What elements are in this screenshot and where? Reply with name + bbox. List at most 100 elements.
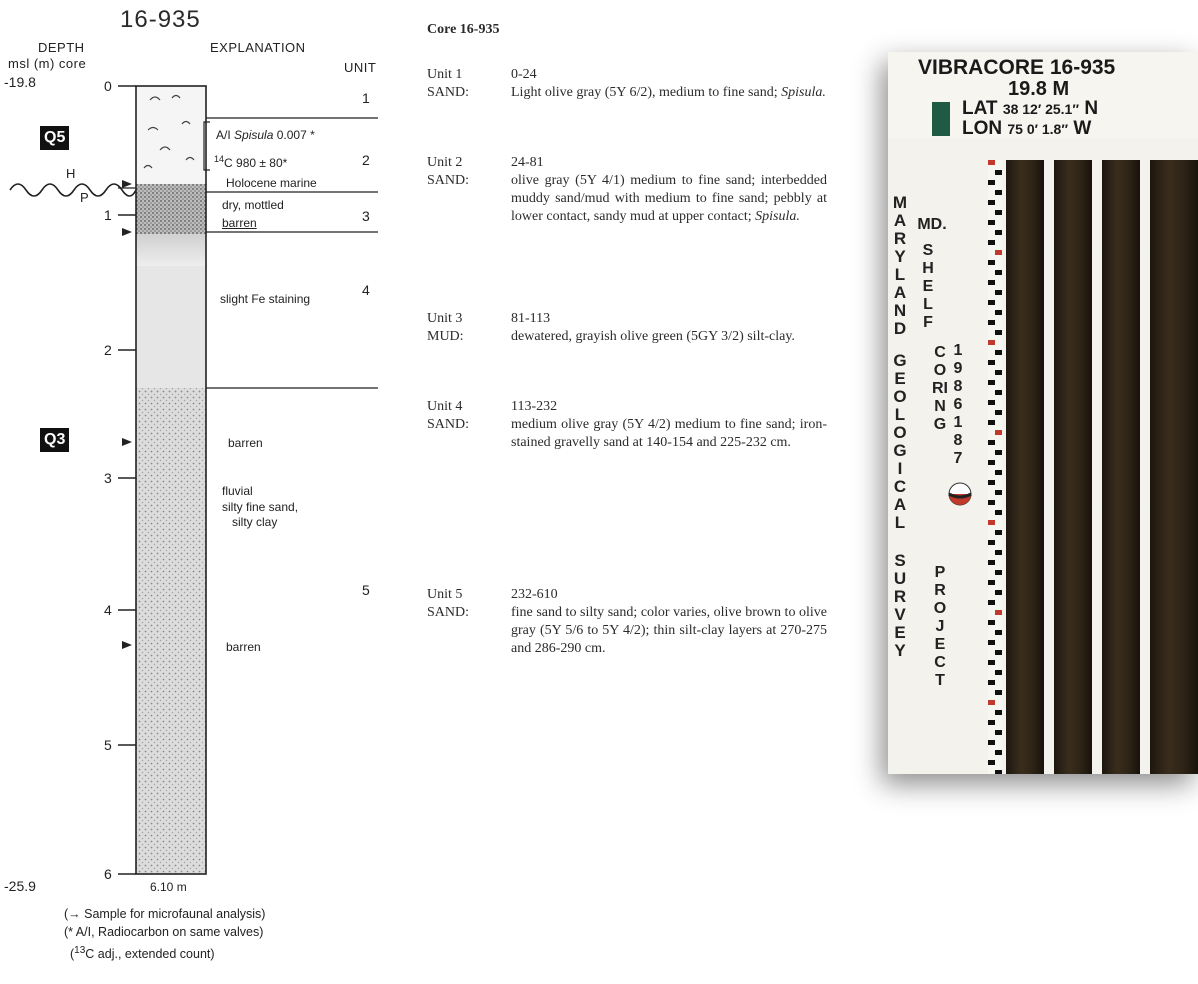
ruler-mark <box>988 220 995 225</box>
depth-tick-4: 4 <box>104 602 112 618</box>
ruler-mark <box>988 300 995 305</box>
ruler-mark <box>995 750 1002 755</box>
depth-tick-3: 3 <box>104 470 112 486</box>
vertical-maryland: MARYLAND <box>892 193 908 338</box>
dry-mottled-annotation: dry, mottled <box>222 198 284 212</box>
ruler-mark <box>995 370 1002 375</box>
ruler-mark <box>988 560 995 565</box>
core-log-title: 16-935 <box>120 6 201 33</box>
msl-core-header: msl (m) core <box>8 56 87 71</box>
ruler-mark <box>995 450 1002 455</box>
ruler-mark <box>995 590 1002 595</box>
ruler-mark <box>988 720 995 725</box>
core-tube-2 <box>1054 160 1092 774</box>
ruler-mark <box>988 380 995 385</box>
ruler-mark <box>988 520 995 525</box>
ruler-mark <box>988 280 995 285</box>
ruler-mark <box>988 480 995 485</box>
vertical-coring: CORING <box>932 344 948 433</box>
boundary-label-h: H <box>66 166 76 181</box>
ruler-mark <box>988 760 995 765</box>
vertical-year-code: 1986187 <box>953 342 963 467</box>
ruler-mark <box>988 460 995 465</box>
ruler-mark <box>995 770 1002 774</box>
ruler-mark <box>995 210 1002 215</box>
unit-number-2: 2 <box>362 152 370 168</box>
silty-sand-annotation: silty fine sand, <box>222 500 299 514</box>
ruler-mark <box>988 700 995 705</box>
ruler-mark <box>995 190 1002 195</box>
msl-bottom-value: -25.9 <box>4 878 36 894</box>
ruler-mark <box>995 490 1002 495</box>
barren-annotation-low: barren <box>226 640 261 654</box>
note-radiocarbon: (* A/I, Radiocarbon on same valves) <box>64 925 264 939</box>
ruler-mark <box>995 550 1002 555</box>
ruler-mark <box>995 670 1002 675</box>
ruler-mark <box>988 600 995 605</box>
ruler-mark <box>988 660 995 665</box>
ruler-mark <box>988 260 995 265</box>
ruler-mark <box>988 240 995 245</box>
ruler-mark <box>988 680 995 685</box>
photo-title: VIBRACORE 16-935 <box>918 56 1116 79</box>
ruler-mark <box>988 640 995 645</box>
ruler-mark <box>995 630 1002 635</box>
ruler-mark <box>995 470 1002 475</box>
ruler-mark <box>988 320 995 325</box>
ruler-mark <box>988 160 995 165</box>
ruler-mark <box>995 570 1002 575</box>
ruler-mark <box>988 200 995 205</box>
ruler-mark <box>995 730 1002 735</box>
fluvial-annotation: fluvial <box>222 484 253 498</box>
depth-tick-5: 5 <box>104 737 112 753</box>
photo-lon: LON 75 0′ 1.8″ W <box>962 118 1092 139</box>
photo-sticker <box>948 482 972 506</box>
ruler-mark <box>988 740 995 745</box>
ruler-mark <box>995 690 1002 695</box>
ruler-mark <box>988 420 995 425</box>
note-13c: (13C adj., extended count) <box>70 945 215 962</box>
photo-color-tag <box>932 102 950 136</box>
core-tube-1 <box>1006 160 1044 774</box>
depth-tick-1: 1 <box>104 207 112 223</box>
vertical-shelf: SHELF <box>922 242 934 331</box>
core-description-title: Core 16-935 <box>427 22 500 37</box>
ruler-mark <box>988 580 995 585</box>
unit-header: UNIT <box>344 60 377 75</box>
holocene-annotation: Holocene marine <box>226 176 317 190</box>
photo-depth: 19.8 M <box>1008 78 1070 100</box>
photo-label-card: VIBRACORE 16-935 19.8 M LAT 38 12′ 25.1″… <box>888 52 1198 139</box>
vibracore-photo: VIBRACORE 16-935 19.8 M LAT 38 12′ 25.1″… <box>888 52 1198 774</box>
ruler-mark <box>988 340 995 345</box>
depth-header: DEPTH <box>38 40 85 55</box>
ruler-mark <box>995 170 1002 175</box>
ruler-mark <box>995 510 1002 515</box>
vertical-survey: SURVEY <box>893 551 907 660</box>
total-depth: 6.10 m <box>150 880 187 894</box>
silty-clay-annotation: silty clay <box>232 515 278 529</box>
explanation-header: EXPLANATION <box>210 40 306 55</box>
photo-scale-ruler <box>988 160 1002 774</box>
ruler-mark <box>995 270 1002 275</box>
msl-top-value: -19.8 <box>4 74 36 90</box>
ruler-mark <box>995 350 1002 355</box>
ruler-mark <box>995 230 1002 235</box>
boundary-label-p: P <box>80 190 89 205</box>
vertical-project: PROJECT <box>933 564 947 689</box>
barren-annotation-top: barren <box>222 216 257 230</box>
ruler-mark <box>995 710 1002 715</box>
core-tube-3 <box>1102 160 1140 774</box>
unit-number-1: 1 <box>362 90 370 106</box>
unit-number-3: 3 <box>362 208 370 224</box>
ruler-mark <box>995 650 1002 655</box>
vertical-md: MD. <box>917 216 947 233</box>
core-column-diagram <box>9 85 378 875</box>
vertical-geological: GEOLOGICAL <box>893 351 907 532</box>
ruler-mark <box>988 400 995 405</box>
core-tube-4 <box>1150 160 1198 774</box>
ruler-mark <box>995 410 1002 415</box>
